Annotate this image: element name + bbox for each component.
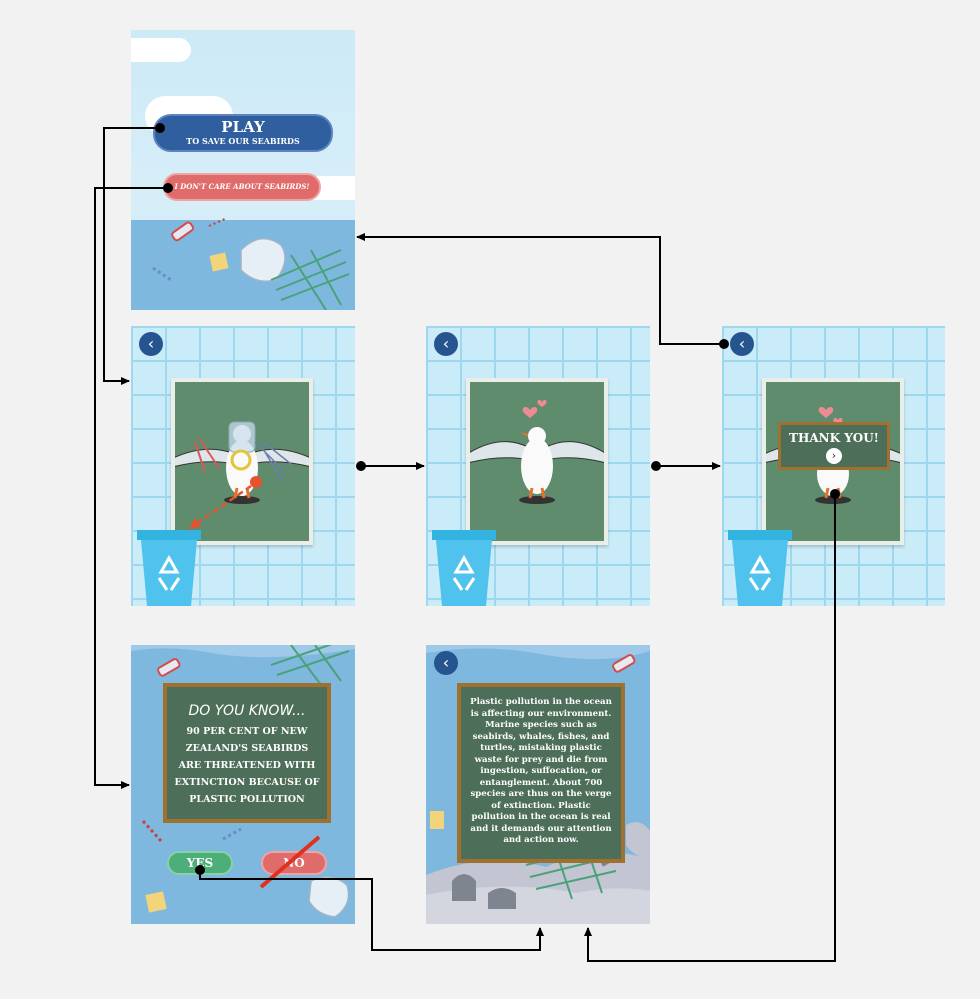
cloud xyxy=(131,38,191,62)
recycle-icon[interactable] xyxy=(137,530,203,606)
no-button[interactable]: NO xyxy=(261,851,327,875)
connector-dot xyxy=(356,461,366,471)
play-button-label: PLAY xyxy=(221,118,265,136)
chevron-left-icon[interactable]: ‹ xyxy=(139,332,163,356)
recycle-icon[interactable] xyxy=(728,530,794,606)
game-screen-thank-you: ‹ THANK YOU! › xyxy=(722,326,945,606)
seabed-scene xyxy=(426,645,650,924)
connector-dot xyxy=(651,461,661,471)
connector-back-to-start xyxy=(356,233,724,345)
info-board: Plastic pollution in the ocean is affect… xyxy=(457,683,625,863)
connector-dot xyxy=(195,865,205,875)
did-you-know-heading: DO YOU KNOW... xyxy=(188,703,306,719)
connector-dot xyxy=(719,339,729,349)
chevron-left-icon[interactable]: ‹ xyxy=(434,651,458,675)
connector-dot xyxy=(830,489,840,499)
connector-yes-to-info xyxy=(199,870,544,951)
play-button-subtitle: TO SAVE OUR SEABIRDS xyxy=(186,136,300,146)
chevron-left-icon[interactable]: ‹ xyxy=(434,332,458,356)
connector-play-to-game xyxy=(103,127,160,385)
dont-care-button[interactable]: I DON'T CARE ABOUT SEABIRDS! xyxy=(163,173,321,201)
did-you-know-text: 90 PER CENT OF NEW ZEALAND'S SEABIRDS AR… xyxy=(174,726,320,805)
game-frame xyxy=(171,378,313,545)
ocean-litter xyxy=(131,645,355,918)
connector-dot xyxy=(163,183,173,193)
thank-you-banner: THANK YOU! › xyxy=(778,422,890,470)
next-button[interactable]: › xyxy=(826,448,842,464)
game-frame xyxy=(466,378,608,545)
dont-care-button-label: I DON'T CARE ABOUT SEABIRDS! xyxy=(174,182,310,191)
drag-to-bin-hint xyxy=(189,476,262,530)
start-screen: PLAY TO SAVE OUR SEABIRDS I DON'T CARE A… xyxy=(131,30,355,310)
yes-button-label: YES xyxy=(186,856,214,870)
seabird-happy xyxy=(470,399,604,504)
did-you-know-screen: DO YOU KNOW... 90 PER CENT OF NEW ZEALAN… xyxy=(131,645,355,924)
connector-next-to-info xyxy=(584,494,836,962)
chevron-left-icon[interactable]: ‹ xyxy=(730,332,754,356)
game-screen-clean: ‹ xyxy=(426,326,650,606)
game-screen-littered: ‹ xyxy=(131,326,355,606)
info-text: Plastic pollution in the ocean is affect… xyxy=(470,697,612,845)
ocean-litter xyxy=(152,217,350,310)
connector-dontcare-to-know xyxy=(94,187,168,789)
no-button-label: NO xyxy=(283,856,305,870)
connector-dot xyxy=(155,123,165,133)
info-screen: ‹ Plastic pollution in the ocean is affe… xyxy=(426,645,650,924)
recycle-icon[interactable] xyxy=(432,530,498,606)
thank-you-label: THANK YOU! xyxy=(789,431,879,445)
play-button[interactable]: PLAY TO SAVE OUR SEABIRDS xyxy=(153,114,333,152)
did-you-know-board: DO YOU KNOW... 90 PER CENT OF NEW ZEALAN… xyxy=(163,683,331,823)
